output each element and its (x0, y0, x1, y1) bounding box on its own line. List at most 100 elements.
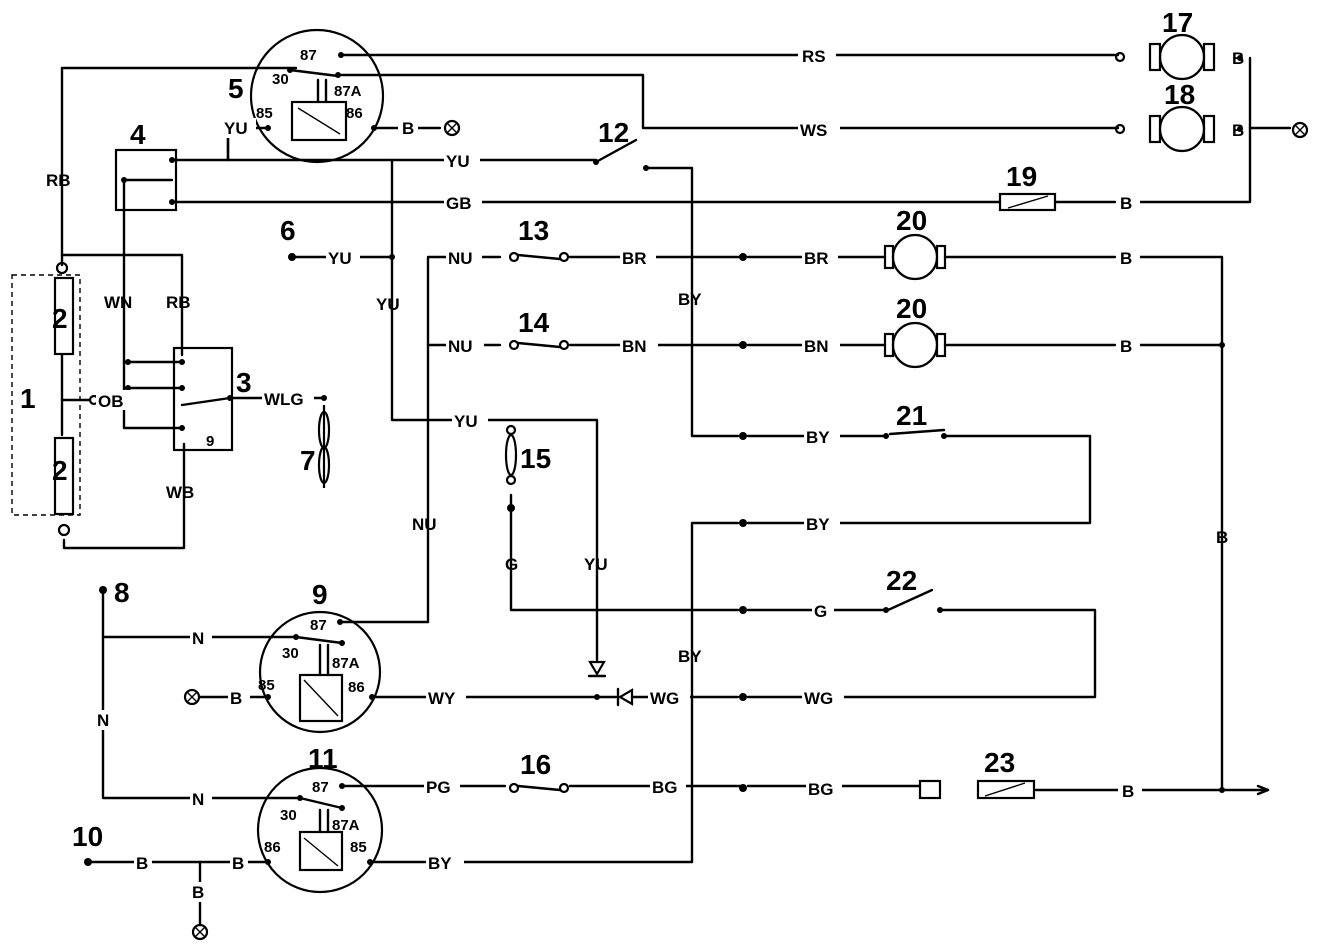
earth-symbols (183, 119, 1309, 941)
pin-85: 85 (256, 105, 273, 122)
wire-label-nu: NU (448, 337, 473, 356)
lamp-18 (1114, 105, 1216, 153)
wire-label-wb: WB (166, 483, 194, 502)
relay-11 (256, 766, 384, 894)
label-19: 19 (1006, 161, 1037, 192)
pin-30: 30 (282, 645, 299, 662)
label-12: 12 (598, 117, 629, 148)
wire-label-yu: YU (446, 152, 470, 171)
wire-label-b: B (1216, 528, 1228, 547)
label-20b: 20 (896, 293, 927, 324)
label-6: 6 (280, 215, 296, 246)
wire-label-b: B (1232, 121, 1244, 140)
earth-icon (443, 119, 461, 137)
wire-label-n: N (97, 711, 109, 730)
relay-5 (249, 28, 385, 164)
wire-label-b: B (232, 854, 244, 873)
component-4 (114, 148, 178, 212)
pin-86: 86 (346, 105, 363, 122)
wire-label-bg: BG (808, 780, 834, 799)
label-8: 8 (114, 577, 130, 608)
wire-label-by: BY (678, 290, 702, 309)
resistor-23 (918, 779, 1036, 800)
wire-label-pg: PG (426, 778, 451, 797)
wire-label-ob: OB (98, 392, 124, 411)
wire-label-ws: WS (800, 121, 827, 140)
wire-label-yu: YU (328, 249, 352, 268)
label-3: 3 (236, 367, 252, 398)
label-4: 4 (130, 119, 146, 150)
wire-label-wg: WG (650, 689, 679, 708)
wire-label-bg: BG (652, 778, 678, 797)
pin-87: 87 (312, 779, 329, 796)
wire-label-n: N (192, 629, 204, 648)
wire-label-b: B (1232, 49, 1244, 68)
wire-label-bn: BN (804, 337, 829, 356)
pin-87: 87 (310, 617, 327, 634)
wire-label-g: G (505, 555, 518, 574)
label-13: 13 (518, 215, 549, 246)
wire-label-wy: WY (428, 689, 456, 708)
pin-30: 30 (280, 807, 297, 824)
wire-label-b: B (230, 689, 242, 708)
label-7: 7 (300, 445, 316, 476)
component-1-box (11, 274, 81, 516)
wire-label-gb: GB (446, 194, 472, 213)
resistor-2-top (53, 276, 75, 356)
pin-9: 9 (206, 433, 214, 450)
wire-label-yu: YU (454, 412, 478, 431)
wire-label-by: BY (806, 428, 830, 447)
label-1: 1 (20, 383, 36, 414)
wire-label-n: N (192, 790, 204, 809)
diodes (587, 660, 634, 707)
label-16: 16 (520, 749, 551, 780)
pin-87a: 87A (334, 83, 362, 100)
arrow-icon (1256, 784, 1270, 796)
wire-label-yu: YU (376, 295, 400, 314)
lamp-17 (1114, 33, 1216, 81)
wire-label-by: BY (428, 854, 452, 873)
switch-21 (883, 428, 947, 439)
label-14: 14 (518, 307, 550, 338)
wire-label-b: B (136, 854, 148, 873)
wire-label-yu: YU (224, 119, 248, 138)
label-15: 15 (520, 443, 551, 474)
pin-labels: 87 30 87A 85 86 87 30 87A 85 86 87 30 87… (206, 47, 367, 856)
label-9: 9 (312, 579, 328, 610)
horn-7 (317, 405, 331, 488)
wire-label-nu: NU (448, 249, 473, 268)
pin-86: 86 (348, 679, 365, 696)
wire-label-rb: RB (166, 293, 191, 312)
pin-87: 87 (300, 47, 317, 64)
wire-label-b: B (1120, 249, 1132, 268)
wire-label-b: B (1120, 337, 1132, 356)
label-11: 11 (308, 743, 338, 774)
wire-label-rs: RS (802, 47, 826, 66)
wire-label-nu: NU (412, 515, 437, 534)
label-17: 17 (1162, 7, 1193, 38)
pin-85: 85 (350, 839, 367, 856)
label-20a: 20 (896, 205, 927, 236)
earth-icon (183, 688, 201, 706)
pin-87a: 87A (332, 817, 360, 834)
label-18: 18 (1164, 79, 1195, 110)
component-15 (504, 424, 518, 512)
fuse-14 (508, 339, 570, 351)
earth-icon (1291, 121, 1309, 139)
wire-label-b: B (402, 119, 414, 138)
fuse-16 (508, 782, 570, 794)
wire-label-rb: RB (46, 171, 71, 190)
fuse-13 (508, 251, 570, 263)
label-21: 21 (896, 400, 927, 431)
pin-87a: 87A (332, 655, 360, 672)
wire-label-by: BY (806, 515, 830, 534)
relay-9 (258, 610, 382, 734)
label-22: 22 (886, 565, 917, 596)
pin-86: 86 (264, 839, 281, 856)
label-10: 10 (72, 821, 103, 852)
resistor-19 (998, 192, 1057, 212)
label-23: 23 (984, 747, 1015, 778)
earth-icon (191, 923, 209, 941)
wire-label-g: G (814, 602, 827, 621)
